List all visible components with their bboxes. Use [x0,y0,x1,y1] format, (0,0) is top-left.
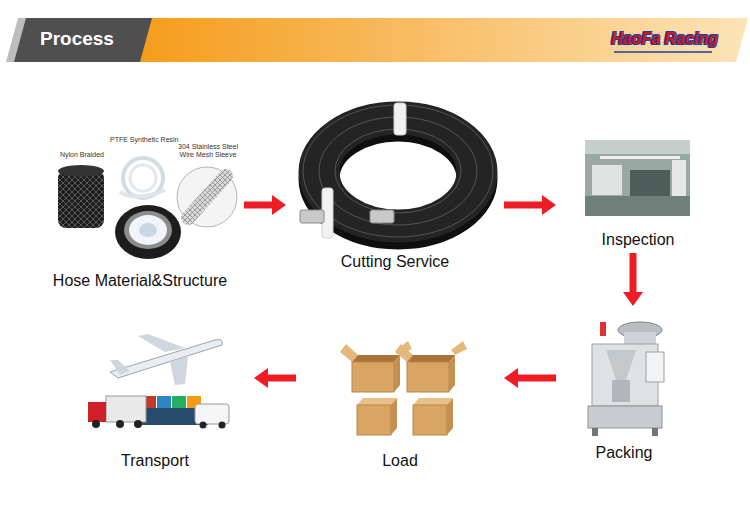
factory-photo-part [585,140,690,216]
hose-structure-picture-part [58,165,104,177]
cardboard-boxes-part [407,362,449,392]
packing-machine [588,322,664,436]
packing-machine-part [588,406,662,428]
step-caption: Packing [596,444,653,462]
flow-arrow [504,195,556,215]
packing-machine-part [646,352,664,382]
header-band-part [118,18,748,62]
hose-structure-picture-part [188,176,226,218]
transport-picture-part [106,396,146,422]
step-caption: Inspection [602,231,675,249]
factory-photo-part [600,156,680,159]
hose-structure-picture-part [120,190,165,197]
hose-structure-picture-part [139,223,157,237]
header-band-part [614,51,712,53]
coiled-hose-picture-part [370,210,394,223]
process-step: Hose Material&Structure [40,125,240,290]
hose-structure-picture-part [124,211,172,249]
cardboard-boxes-part [394,355,400,392]
process-step: Packing [560,310,688,462]
process-step: Load [300,330,500,470]
material-label: Nylon Braided [60,151,104,159]
factory-photo-part [592,165,622,195]
cardboard-boxes [340,341,467,435]
transport-picture-part [170,356,188,385]
transport-picture [88,334,229,429]
factory-photo [585,140,690,216]
packing-machine-part [652,428,658,436]
factory-photo-part [585,140,690,154]
process-step: Inspection [560,135,716,249]
coiled-hose-picture-part [335,129,461,213]
factory-photo-part [630,170,670,196]
transport-picture-part [116,420,124,428]
transport-picture-part [138,334,185,352]
transport-picture-part [219,422,226,429]
transport-picture-part [92,420,100,428]
flow-arrow [254,368,296,388]
coiled-hose-picture-part [327,124,469,220]
cardboard-boxes-part [357,405,391,435]
flow-arrow [623,253,643,306]
packing-machine-part [624,332,656,344]
cardboard-boxes-part [413,405,447,435]
process-step: Cutting Service [290,105,500,271]
cardboard-boxes-part [451,341,467,355]
transport-picture-part [200,422,207,429]
packing-machine-part [606,350,636,380]
cardboard-boxes-part [391,398,397,435]
brand-logo: HaoFa Racing [611,29,718,48]
cardboard-boxes-part [407,355,455,362]
transport-picture-part [88,402,106,422]
coiled-hose-picture-part [394,103,406,135]
step-caption: Cutting Service [341,253,450,271]
cardboard-boxes-part [352,362,394,392]
cardboard-boxes-part [447,398,453,435]
coiled-hose-picture-part [335,130,461,214]
material-label: PTFE Synthetic Resin [110,136,178,144]
hose-structure-picture [58,158,237,259]
material-label: 304 Stainless Steel Wire Mesh Sleeve [172,143,244,159]
header-title: Process [40,28,114,50]
factory-photo-part [672,160,686,196]
hose-structure-picture-part [58,170,104,228]
coiled-hose-picture-part [300,210,324,223]
transport-picture-part [110,360,130,375]
flow-arrow [244,195,286,215]
packing-machine-part [600,322,606,336]
process-step: Transport [60,330,250,470]
transport-picture-part [157,396,171,408]
header-band-part [14,18,152,62]
cardboard-boxes-part [413,398,453,405]
transport-picture-part [134,420,142,428]
step-caption: Hose Material&Structure [53,272,227,290]
packing-machine-part [592,428,598,436]
hose-structure-picture-part [130,165,156,191]
header-band [6,18,748,62]
factory-photo-part [585,196,690,216]
step-caption: Transport [121,452,189,470]
hose-structure-picture-part [115,205,181,259]
cardboard-boxes-part [357,398,397,405]
packing-machine-part [612,380,630,402]
transport-picture-part [172,396,186,408]
flow-arrow [504,368,556,388]
cardboard-boxes-part [352,355,400,362]
coiled-hose-picture [300,103,493,245]
step-caption: Load [382,452,418,470]
transport-picture-part [195,404,229,424]
hose-structure-picture-part [177,167,237,227]
hose-structure-picture-part [129,215,167,245]
cardboard-boxes-part [449,355,455,392]
